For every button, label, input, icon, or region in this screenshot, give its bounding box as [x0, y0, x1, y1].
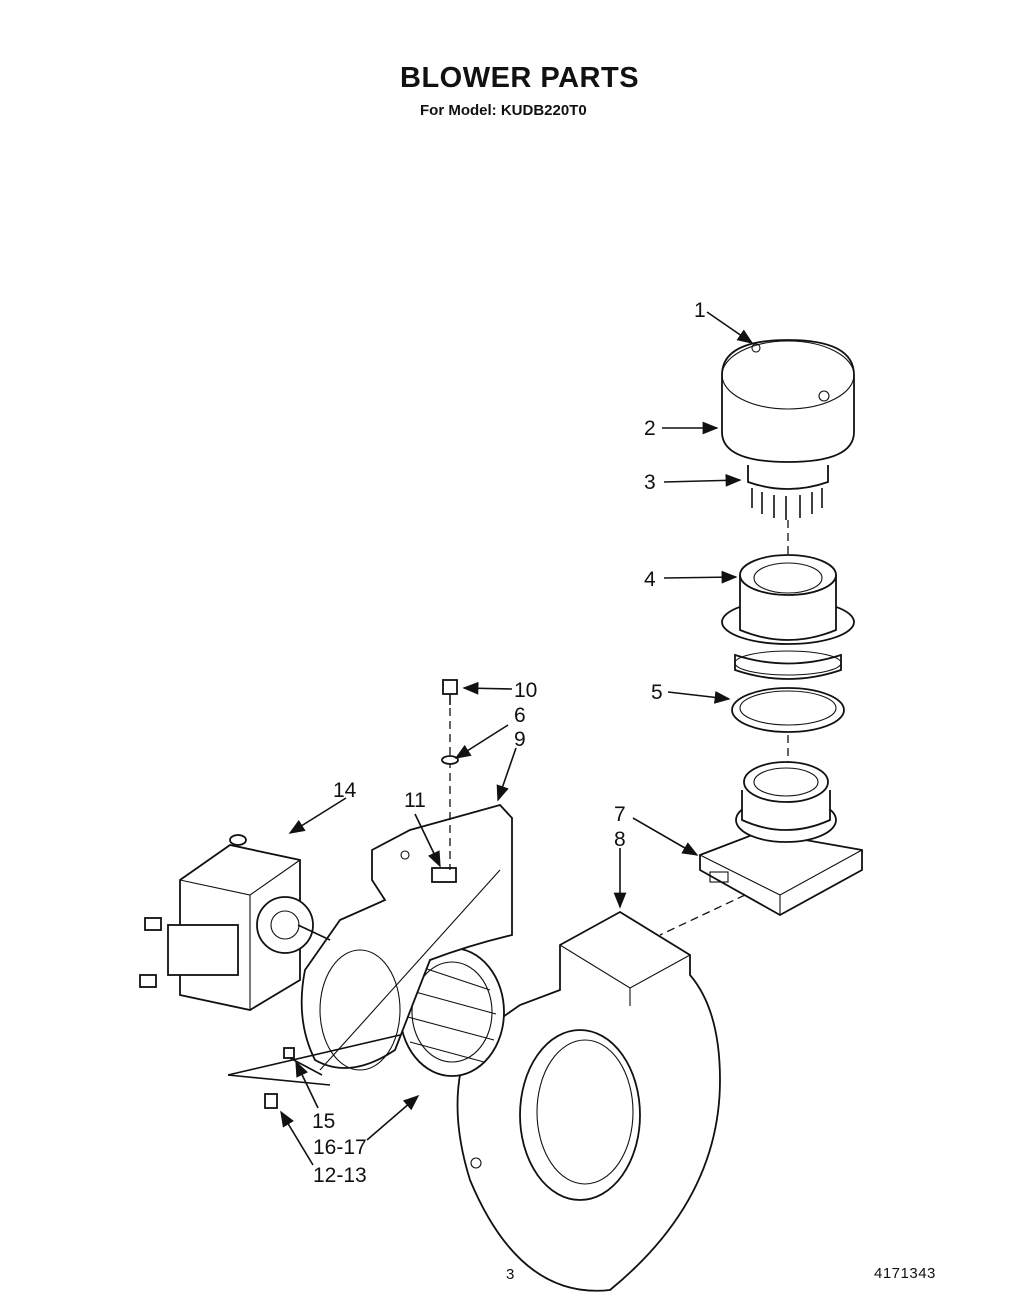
callout-label: 15 — [312, 1110, 335, 1133]
callout-label: 10 — [514, 679, 537, 702]
model-subtitle: For Model: KUDB220T0 — [420, 102, 587, 119]
callout-leaders — [280, 311, 754, 1166]
motor — [139, 834, 331, 1011]
callout-label: 3 — [644, 471, 656, 494]
callout-label: 5 — [651, 681, 663, 704]
callout-label: 6 — [514, 704, 526, 727]
page-number: 3 — [506, 1266, 515, 1283]
callout-label: 12-13 — [313, 1164, 367, 1187]
page-title: BLOWER PARTS — [400, 62, 640, 94]
callout-label: 8 — [614, 828, 626, 851]
duct-adapter — [699, 761, 863, 917]
top-screw — [442, 679, 458, 705]
callout-label: 16-17 — [313, 1136, 367, 1159]
document-code: 4171343 — [874, 1265, 936, 1282]
blower-housing — [456, 910, 721, 1292]
washer — [441, 755, 459, 765]
callout-label: 11 — [404, 789, 426, 812]
callout-label: 1 — [694, 299, 706, 322]
gasket-ring — [731, 687, 845, 733]
callout-label: 14 — [333, 779, 357, 802]
callout-label: 4 — [644, 568, 656, 591]
sensor-base — [747, 465, 829, 520]
callout-label: 2 — [644, 417, 656, 440]
mounting-plate — [300, 803, 513, 1071]
callout-label: 7 — [614, 803, 626, 826]
callout-label: 9 — [514, 728, 526, 751]
filter-housing — [721, 554, 855, 680]
cap-assembly — [721, 339, 855, 463]
